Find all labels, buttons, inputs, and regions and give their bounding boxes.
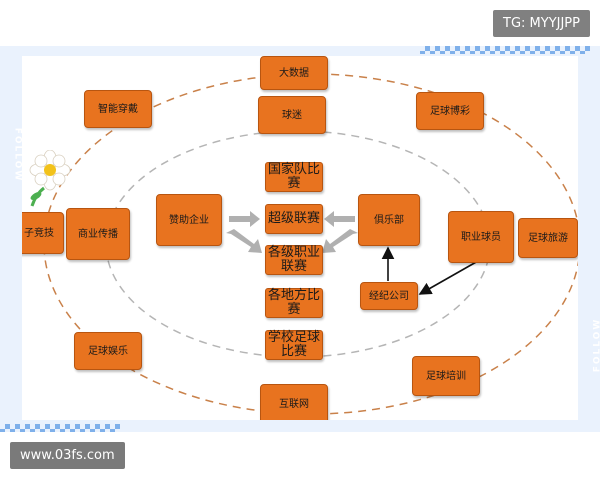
diagram-canvas: 大数据 智能穿戴 足球博彩 球迷 国家队比赛 超级联赛 各级职业联赛 各地方比赛… bbox=[22, 56, 578, 420]
node-media: 商业传播 bbox=[66, 208, 130, 260]
node-school-matches: 学校足球比赛 bbox=[265, 330, 323, 360]
node-big-data: 大数据 bbox=[260, 56, 328, 90]
node-agent: 经纪公司 bbox=[360, 282, 418, 310]
node-football-lottery: 足球博彩 bbox=[416, 92, 484, 130]
checker-decoration-bottom bbox=[0, 424, 120, 432]
node-super-league: 超级联赛 bbox=[265, 204, 323, 234]
checker-decoration-top bbox=[420, 46, 590, 54]
club-arrow-down bbox=[322, 229, 358, 253]
node-fans: 球迷 bbox=[258, 96, 326, 134]
player-to-agent-arrow bbox=[418, 260, 479, 295]
sponsor-arrows bbox=[226, 211, 262, 253]
sponsor-arrow-right bbox=[229, 211, 260, 227]
watermark-badge-top: TG: MYYJJPP bbox=[493, 10, 590, 37]
watermark-badge-bottom: www.03fs.com bbox=[10, 442, 125, 469]
node-internet: 互联网 bbox=[260, 384, 328, 420]
node-league-levels: 各级职业联赛 bbox=[265, 245, 323, 275]
node-training: 足球培训 bbox=[412, 356, 480, 396]
node-club: 俱乐部 bbox=[358, 194, 420, 246]
club-arrow-left bbox=[324, 211, 355, 227]
node-entertainment: 足球娱乐 bbox=[74, 332, 142, 370]
node-pro-player: 职业球员 bbox=[448, 211, 514, 263]
frame-follow-label-right: FOLLOW bbox=[592, 317, 600, 373]
node-local-matches: 各地方比赛 bbox=[265, 288, 323, 318]
node-sponsor: 赞助企业 bbox=[156, 194, 222, 246]
frame-follow-label-left: FOLLOW bbox=[12, 127, 23, 183]
node-smart-wear: 智能穿戴 bbox=[84, 90, 152, 128]
sponsor-arrow-down bbox=[226, 229, 262, 253]
club-arrows bbox=[322, 211, 358, 253]
node-esports: 子竞技 bbox=[22, 212, 64, 254]
daisy-sticker-icon bbox=[29, 150, 71, 207]
node-football-travel: 足球旅游 bbox=[518, 218, 578, 258]
node-national-team: 国家队比赛 bbox=[265, 162, 323, 192]
